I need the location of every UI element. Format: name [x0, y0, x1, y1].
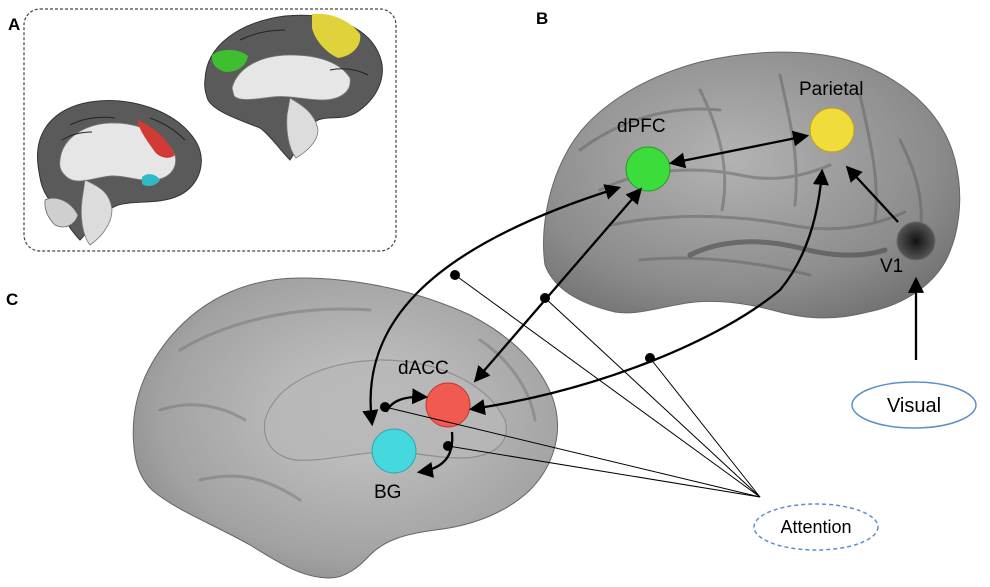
inset-cyan-region [142, 174, 160, 187]
dacc-label: dACC [398, 358, 449, 379]
panel-c: dACC BG C [6, 277, 559, 579]
inset-green-region [211, 49, 248, 72]
dacc-node [425, 382, 471, 428]
panel-b: dPFC Parietal V1 B [536, 9, 961, 319]
dpfc-label: dPFC [617, 116, 666, 137]
attention-lines [384, 274, 761, 498]
attention-label: Attention [780, 517, 851, 537]
panel-letter-c: C [6, 290, 18, 309]
arrow-v1-parietal [845, 165, 899, 223]
panel-letter-b: B [536, 9, 548, 28]
inset-red-region [137, 120, 175, 158]
dpfc-node [625, 146, 671, 192]
lateral-cortex [543, 51, 961, 319]
modulation-dots [380, 270, 655, 451]
arrow-dacc-parietal [468, 168, 829, 416]
connections [362, 130, 925, 478]
bg-node [371, 428, 417, 474]
panel-a: A [8, 8, 397, 252]
visual-label: Visual [887, 395, 941, 417]
inset-brain-left [37, 100, 202, 246]
bg-label: BG [374, 482, 401, 503]
arrow-dacc-bg [416, 431, 454, 478]
visual-input: Visual [851, 381, 977, 429]
v1-node [896, 221, 936, 261]
inset-brain-right [204, 13, 383, 161]
inset-yellow-region [312, 13, 361, 58]
parietal-node [809, 107, 855, 153]
v1-label: V1 [880, 256, 903, 277]
arrow-dpfc-parietal [668, 130, 810, 169]
panel-letter-a: A [8, 15, 20, 34]
parietal-label: Parietal [799, 79, 863, 100]
attention-input: Attention [753, 503, 879, 551]
